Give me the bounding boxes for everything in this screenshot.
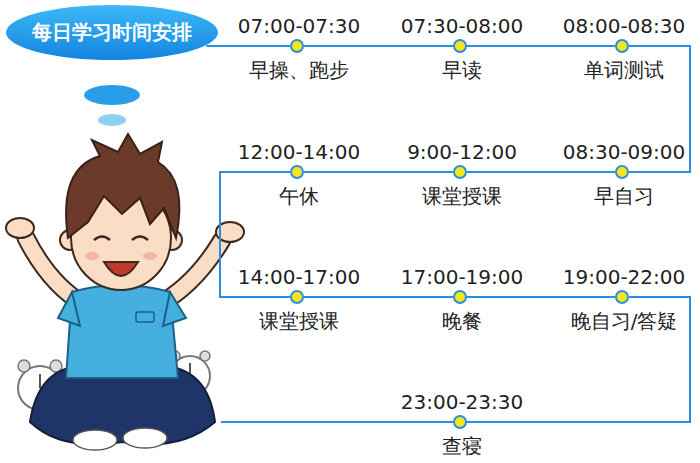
time-range: 07:00-07:30 [238,14,361,38]
illustration-part [143,252,157,260]
timeline-dot: 17:00-19:00晚餐 [453,290,467,304]
activity-label: 早自习 [594,184,654,208]
time-range: 17:00-19:00 [401,265,524,289]
time-range: 9:00-12:00 [407,140,517,164]
bubble-shape [6,5,218,60]
activity-label: 午休 [279,184,319,208]
timeline-dot: 08:30-09:00早自习 [615,165,629,179]
timeline-dot: 07:00-07:30早操、跑步 [290,39,304,53]
timeline-dot: 9:00-12:00课堂授课 [453,165,467,179]
illustration-part [104,262,138,276]
time-range: 08:00-08:30 [563,14,686,38]
timeline-line [467,171,615,173]
illustration-part [6,218,34,238]
illustration-part [123,428,167,448]
timeline-line [304,171,453,173]
illustration-part [132,237,148,241]
timeline-line [304,296,453,298]
timeline-line [304,45,453,47]
illustration-part [73,430,117,450]
activity-label: 早读 [442,58,482,82]
time-range: 14:00-17:00 [238,265,361,289]
timeline-tail [221,421,453,423]
thought-bubble [98,114,126,126]
thought-bubble [84,85,140,105]
timeline-line [467,296,615,298]
illustration-part [58,292,80,326]
illustration-part [18,360,30,372]
timeline-dot: 23:00-23:30查寝 [453,415,467,429]
timeline-line [467,45,615,47]
illustration-part [39,374,41,388]
illustration-part [136,312,154,322]
time-range: 08:30-09:00 [563,140,686,164]
timeline-dot: 19:00-22:00晚自习/答疑 [615,290,629,304]
activity-label: 课堂授课 [422,184,502,208]
illustration-part [85,252,99,260]
title-bubble: 每日学习时间安排 [5,4,219,61]
timeline-dot: 08:00-08:30单词测试 [615,39,629,53]
timeline-dot: 12:00-14:00午休 [290,165,304,179]
illustration-part [94,237,110,241]
illustration-part [66,134,179,238]
time-range: 19:00-22:00 [563,265,686,289]
activity-label: 早操、跑步 [249,58,349,82]
activity-label: 单词测试 [584,58,664,82]
time-range: 07:30-08:00 [401,14,524,38]
boy-figure [6,134,244,450]
activity-label: 晚餐 [442,309,482,333]
timeline-dot: 07:30-08:00早读 [453,39,467,53]
activity-label: 课堂授课 [259,309,339,333]
illustration-part [200,351,210,361]
illustration-part [66,285,178,378]
activity-label: 晚自习/答疑 [571,309,678,333]
activity-label: 查寝 [442,434,482,458]
illustration-part [163,292,186,326]
timeline-line [206,45,290,47]
time-range: 23:00-23:30 [401,390,524,414]
title-text: 每日学习时间安排 [5,4,219,61]
timeline-dot: 14:00-17:00课堂授课 [290,290,304,304]
time-range: 12:00-14:00 [238,140,361,164]
